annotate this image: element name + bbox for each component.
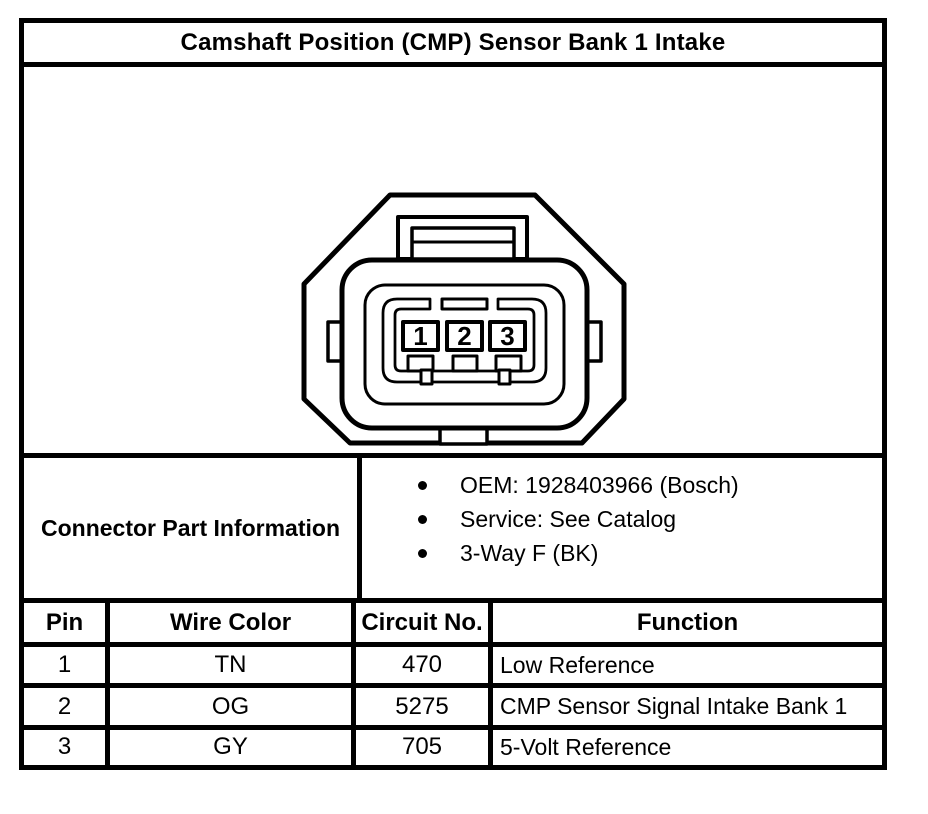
pin-1-label: 1: [413, 321, 427, 351]
terminal-3-stem: [497, 368, 512, 386]
terminal-2-base: [451, 354, 479, 373]
table-row: 2 OG 5275 CMP Sensor Signal Intake Bank …: [24, 688, 882, 730]
connector-diagram-panel: 1 2 3: [24, 67, 882, 458]
pin-table-section: Pin Wire Color Circuit No. Function 1 TN…: [24, 603, 882, 765]
bullet-text: OEM: 1928403966 (Bosch): [460, 471, 739, 498]
part-info-bullet-service: Service: See Catalog: [418, 502, 882, 536]
cell-circuit-no: 5275: [356, 688, 493, 730]
bullet-icon: [418, 480, 427, 490]
cell-pin: 3: [24, 729, 110, 765]
pin-3-label: 3: [500, 321, 514, 351]
bullet-icon: [418, 514, 427, 524]
cell-function: 5-Volt Reference: [500, 733, 672, 760]
table-header-row: Pin Wire Color Circuit No. Function: [24, 603, 882, 647]
part-info-label: Connector Part Information: [40, 514, 340, 541]
column-header-wire-color: Wire Color: [110, 603, 356, 647]
page-title: Camshaft Position (CMP) Sensor Bank 1 In…: [180, 28, 726, 56]
column-header-pin: Pin: [24, 603, 110, 647]
cell-wire-color: TN: [110, 647, 356, 689]
pin-2-box: [445, 320, 484, 352]
pin-1-box: [401, 320, 440, 352]
column-header-circuit-no: Circuit No.: [356, 603, 493, 647]
cell-pin: 2: [24, 688, 110, 730]
cell-wire-color: OG: [110, 688, 356, 730]
part-info-bullet-oem: OEM: 1928403966 (Bosch): [418, 468, 882, 502]
bullet-icon: [418, 548, 427, 558]
part-info-section: Connector Part Information OEM: 19284039…: [24, 458, 882, 603]
center-key-slot: [440, 297, 489, 311]
page-frame: Camshaft Position (CMP) Sensor Bank 1 In…: [19, 18, 887, 770]
pin-3-box: [488, 320, 527, 352]
title-bar: Camshaft Position (CMP) Sensor Bank 1 In…: [24, 23, 882, 67]
cell-circuit-no: 470: [356, 647, 493, 689]
pin-2-label: 2: [457, 321, 471, 351]
connector-face-diagram: 1 2 3: [301, 192, 627, 446]
cell-pin: 1: [24, 647, 110, 689]
table-row: 3 GY 705 5-Volt Reference: [24, 729, 882, 765]
keying-channel-outline: [381, 297, 548, 384]
terminal-1-stem: [419, 368, 434, 386]
column-header-function: Function: [493, 603, 882, 647]
cell-function: CMP Sensor Signal Intake Bank 1: [493, 688, 882, 730]
table-row: 1 TN 470 Low Reference: [24, 647, 882, 689]
bullet-text: Service: See Catalog: [460, 505, 677, 532]
pin-table: Pin Wire Color Circuit No. Function 1 TN…: [24, 603, 882, 765]
cell-function: Low Reference: [493, 647, 882, 689]
connector-seal-outline: [363, 283, 566, 406]
bullet-text: 3-Way F (BK): [460, 539, 599, 566]
cell-circuit-no: 705: [356, 729, 493, 765]
part-info-details-cell: OEM: 1928403966 (Bosch) Service: See Cat…: [362, 458, 882, 598]
part-info-label-cell: Connector Part Information: [24, 458, 362, 598]
part-info-bullet-way: 3-Way F (BK): [418, 536, 882, 570]
cell-wire-color: GY: [110, 729, 356, 765]
